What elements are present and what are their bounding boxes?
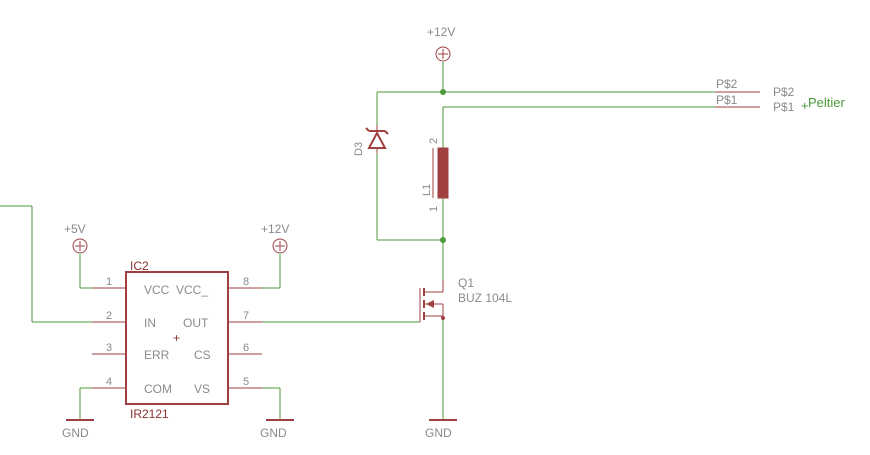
connector-name: Peltier (808, 95, 846, 110)
diode-d3[interactable]: D3 (353, 125, 389, 156)
ic-pin-number: 3 (106, 342, 112, 354)
connector-pin-label: P$1 (716, 93, 738, 107)
power-label: +12V (261, 222, 289, 236)
power-label: +5V (64, 222, 86, 236)
ic-pin-number: 6 (243, 342, 249, 354)
ic-ir2121[interactable]: IC2 IR2121 + 1 2 3 4 VCC IN ERR COM 8 7 … (92, 259, 262, 421)
junction-dot (440, 237, 446, 243)
connector-pin-label: P$1 (773, 100, 795, 114)
ic-pin-number: 2 (106, 310, 112, 322)
ground-symbol-3[interactable]: GND (425, 419, 457, 440)
ic-pin-label: VCC (144, 283, 170, 297)
connector-pin-label: P$2 (773, 85, 795, 99)
ic-pin-number: 5 (243, 376, 249, 388)
junction-dot (440, 89, 446, 95)
wires (0, 62, 742, 420)
ground-symbol-1[interactable]: GND (62, 419, 94, 440)
ground-label: GND (425, 426, 452, 440)
ic-pin-label: IN (144, 316, 156, 330)
connector-pin-label: P$2 (716, 77, 738, 91)
inductor-l1[interactable]: 2 1 L1 (421, 138, 449, 212)
transistor-label: Q1 (458, 276, 474, 290)
ground-symbol-2[interactable]: GND (260, 419, 294, 440)
ic-pin-label: OUT (183, 316, 209, 330)
diode-label: D3 (353, 142, 365, 156)
inductor-label: L1 (421, 184, 433, 196)
ic-pin-number: 4 (106, 376, 112, 388)
ic-pin-label: COM (144, 382, 172, 396)
ic-pin-label: ERR (144, 348, 170, 362)
ic-pin-number: 1 (106, 276, 112, 288)
transistor-q1[interactable]: Q1 BUZ 104L (419, 276, 512, 322)
inductor-pin2-label: 2 (428, 138, 440, 144)
power-symbol-12v-top[interactable]: +12V (427, 25, 455, 62)
ic-pin-label: VCC_ (176, 283, 208, 297)
ic-pin-label: CS (194, 348, 211, 362)
power-symbol-5v[interactable]: +5V (64, 222, 88, 254)
ic-pin-number: 7 (243, 310, 249, 322)
transistor-value: BUZ 104L (458, 291, 512, 305)
power-symbol-12v-left[interactable]: +12V (261, 222, 289, 254)
ic-name: IC2 (130, 259, 149, 273)
ic-origin-marker: + (173, 331, 180, 345)
peltier-connector[interactable]: P$2 P$1 P$2 P$1 + Peltier (715, 77, 846, 114)
ic-value: IR2121 (130, 407, 169, 421)
connector-origin-marker: + (801, 98, 809, 113)
power-label: +12V (427, 25, 455, 39)
ic-pin-number: 8 (243, 276, 249, 288)
inductor-pin1-label: 1 (428, 206, 440, 212)
junctions (440, 89, 446, 243)
ground-label: GND (260, 426, 287, 440)
ground-label: GND (62, 426, 89, 440)
ic-pin-label: VS (194, 382, 210, 396)
